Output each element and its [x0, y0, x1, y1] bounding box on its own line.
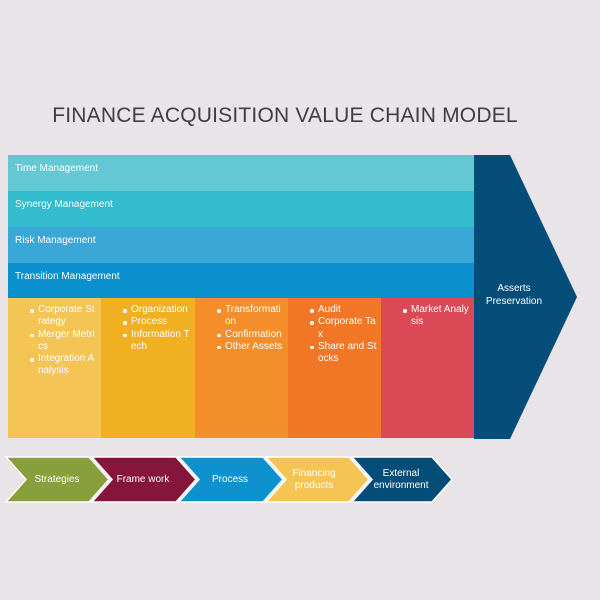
activity-item: Corporate Strategy — [30, 304, 97, 329]
activity-item: Information Tech — [123, 328, 190, 352]
chevron-label-frame-work: Frame work — [116, 474, 170, 485]
chevron-financing-products — [264, 456, 371, 503]
activity-item: Transformation — [217, 304, 284, 329]
value-arrow-label-line: Preservation — [485, 295, 543, 307]
chevron-external-environment — [350, 456, 454, 503]
activity-column-5: Market Analysis — [381, 298, 474, 438]
activity-column-2: Organization Process Information Tech — [101, 298, 195, 438]
process-chevrons — [4, 456, 454, 503]
chevron-frame-work — [90, 456, 198, 503]
value-arrow-shape — [474, 155, 577, 439]
support-bar-label: Transition Management — [15, 271, 120, 282]
activity-item: Corporate Tax — [310, 316, 376, 340]
value-arrow-label: Asserts Preservation — [474, 283, 554, 308]
activity-item: Audit — [310, 304, 377, 316]
value-arrow — [474, 155, 577, 439]
activity-column-3: Transformation Confirmation Other Assets — [195, 298, 288, 438]
chevron-process — [177, 456, 285, 503]
support-bar-transition-management: Transition Management — [8, 263, 474, 299]
support-bar-label: Risk Management — [15, 235, 96, 246]
activity-item: Confirmation — [217, 329, 284, 341]
activity-column-4: Audit Corporate Tax Share and Stocks — [288, 298, 381, 438]
chevron-label-external-environment: External environment — [373, 468, 429, 491]
chevron-label-financing-products: Financing products — [292, 468, 336, 491]
activity-item: Merger Metrics — [30, 329, 97, 354]
support-bar-label: Time Management — [15, 163, 98, 174]
activity-item: Other Assets — [217, 340, 283, 352]
activity-item: Share and Stocks — [310, 340, 377, 365]
activity-item: Integration Analysis — [30, 353, 97, 378]
value-arrow-label-line: Asserts — [497, 283, 531, 294]
chevron-label-strategies: Strategies — [34, 474, 80, 485]
support-bar-label: Synergy Management — [15, 199, 113, 210]
activity-column-1: Corporate Strategy Merger Metrics Integr… — [8, 298, 101, 438]
activity-item: Process — [123, 316, 191, 328]
chevron-label-process: Process — [211, 474, 249, 485]
diagram-title: FINANCE ACQUISITION VALUE CHAIN MODEL — [52, 104, 518, 127]
support-bar-time-management: Time Management — [8, 155, 474, 191]
activity-item: Market Analysis — [403, 304, 469, 328]
chevron-strategies — [4, 456, 111, 503]
support-bar-risk-management: Risk Management — [8, 227, 474, 263]
support-bar-synergy-management: Synergy Management — [8, 191, 474, 227]
activity-item: Organization — [123, 304, 191, 316]
